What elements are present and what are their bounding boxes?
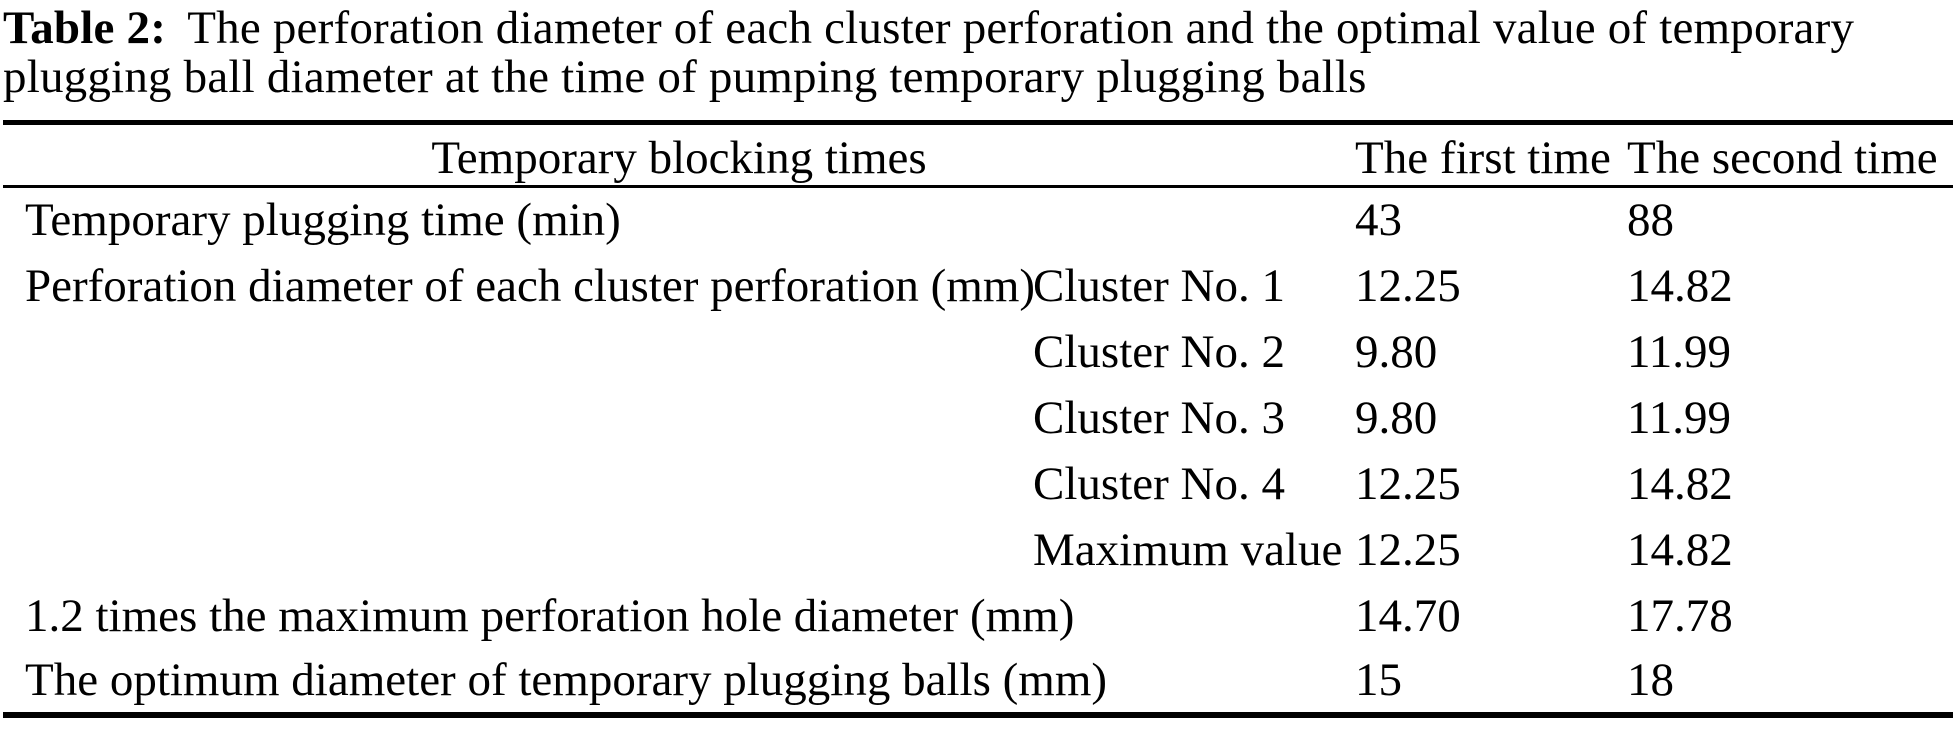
table-row: Cluster No. 4 12.25 14.82 — [3, 451, 1953, 517]
cell-sub-label: Cluster No. 1 — [1033, 259, 1285, 312]
cell-first-value: 15 — [1355, 654, 1403, 706]
data-table: Temporary blocking times The first time … — [3, 120, 1954, 718]
cell-second-value: 18 — [1627, 654, 1675, 706]
table-row: 1.2 times the maximum perforation hole d… — [3, 583, 1953, 649]
table-caption-text: The perforation diameter of each cluster… — [3, 2, 1855, 103]
table-caption-label: Table 2: — [3, 2, 167, 54]
cell-row-label — [3, 517, 1033, 583]
table-row: The optimum diameter of temporary pluggi… — [3, 649, 1953, 715]
cell-row-label: Temporary plugging time (min) — [25, 194, 621, 247]
table-row: Maximum value 12.25 14.82 — [3, 517, 1953, 583]
cell-first-value: 9.80 — [1355, 391, 1438, 444]
cell-row-label — [3, 451, 1033, 517]
cell-row-label: Perforation diameter of each cluster per… — [25, 259, 1036, 312]
cell-second-value: 14.82 — [1627, 259, 1733, 312]
cell-first-value: 12.25 — [1355, 259, 1461, 312]
header-first-time: The first time — [1355, 122, 1628, 188]
cell-first-value: 9.80 — [1355, 325, 1438, 378]
table-caption: Table 2:The perforation diameter of each… — [3, 4, 1951, 102]
table-body: Temporary plugging time (min) 43 88 Perf… — [3, 187, 1953, 715]
cell-first-value: 12.25 — [1355, 457, 1461, 510]
cell-second-value: 17.78 — [1627, 589, 1733, 642]
cell-first-value: 14.70 — [1355, 589, 1461, 642]
cell-second-value: 11.99 — [1627, 391, 1732, 444]
table-row: Perforation diameter of each cluster per… — [3, 253, 1953, 319]
table-row: Cluster No. 2 9.80 11.99 — [3, 319, 1953, 385]
cell-row-label: The optimum diameter of temporary pluggi… — [25, 654, 1108, 706]
cell-row-label — [3, 319, 1033, 385]
cell-second-value: 14.82 — [1627, 523, 1733, 576]
header-second-time: The second time — [1627, 122, 1954, 188]
cell-second-value: 88 — [1627, 194, 1675, 247]
cell-second-value: 11.99 — [1627, 325, 1732, 378]
cell-sub-label: Maximum value — [1033, 523, 1343, 576]
cell-sub-label: Cluster No. 4 — [1033, 457, 1285, 510]
table-row: Temporary plugging time (min) 43 88 — [3, 187, 1953, 253]
cell-first-value: 43 — [1355, 194, 1403, 247]
header-blocking-times: Temporary blocking times — [3, 122, 1356, 188]
cell-first-value: 12.25 — [1355, 523, 1461, 576]
table-header: Temporary blocking times The first time … — [3, 122, 1954, 188]
cell-sub-label: Cluster No. 2 — [1033, 325, 1285, 378]
table-header-row: Temporary blocking times The first time … — [3, 122, 1954, 188]
cell-second-value: 14.82 — [1627, 457, 1733, 510]
cell-sub-label: Cluster No. 3 — [1033, 391, 1285, 444]
cell-row-label: 1.2 times the maximum perforation hole d… — [25, 589, 1075, 642]
table-row: Cluster No. 3 9.80 11.99 — [3, 385, 1953, 451]
cell-row-label — [3, 385, 1033, 451]
